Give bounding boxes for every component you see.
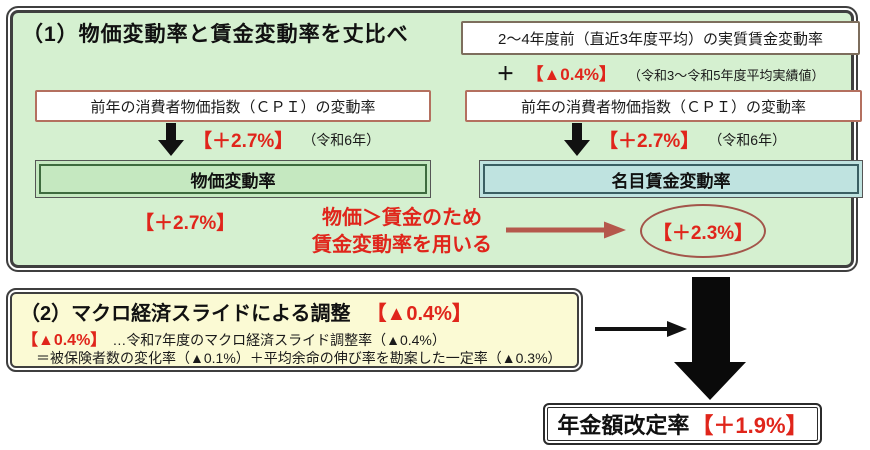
section2-line2: 【▲0.4%】 …令和7年度のマクロ経済スライド調整率（▲0.4%） — [22, 326, 446, 350]
real-wage-change-box: 2～4年度前（直近3年度平均）の実質賃金変動率 — [461, 21, 860, 55]
price-change-value: 【＋2.7%】 — [135, 213, 236, 234]
comparison-text: 物価＞賃金のため 賃金変動率を用いる — [282, 205, 522, 259]
left-arrow-row: 【＋2.7%】 （令和6年） — [158, 123, 380, 156]
right-arrow-dark-red-icon — [506, 220, 626, 240]
pension-revision-rate-box: 年金額改定率 【＋1.9%】 — [543, 403, 822, 445]
down-arrow-icon — [158, 123, 184, 156]
plus-sign: ＋ — [496, 64, 515, 84]
section2-panel: （2）マクロ経済スライドによる調整 【▲0.4%】 【▲0.4%】 …令和7年度… — [6, 288, 583, 372]
nominal-wage-rate-box: 名目賃金変動率 — [479, 160, 863, 198]
real-wage-plus-row: ＋ 【▲0.4%】 （令和3～令和5年度平均実績値） — [461, 60, 860, 86]
comparison-line2: 賃金変動率を用いる — [312, 234, 492, 256]
cpi-box-left: 前年の消費者物価指数（ＣＰＩ）の変動率 — [35, 90, 431, 122]
right-arrow-value: 【＋2.7%】 — [599, 131, 700, 152]
left-arrow-value: 【＋2.7%】 — [193, 131, 294, 152]
pension-revision-rate-value: 【＋1.9%】 — [691, 413, 808, 438]
real-wage-value: 【▲0.4%】 — [526, 65, 617, 84]
circled-result-value: 【＋2.3%】 — [652, 222, 754, 244]
cpi-box-left-label: 前年の消費者物価指数（ＣＰＩ）の変動率 — [90, 98, 376, 116]
real-wage-change-label: 2～4年度前（直近3年度平均）の実質賃金変動率 — [497, 30, 824, 48]
cpi-box-right-label: 前年の消費者物価指数（ＣＰＩ）の変動率 — [520, 98, 806, 116]
section2-line2-text: …令和7年度のマクロ経済スライド調整率（▲0.4%） — [112, 332, 446, 348]
down-arrow-icon — [564, 123, 590, 156]
section2-title-value: 【▲0.4%】 — [366, 303, 472, 325]
section2-title-row: （2）マクロ経済スライドによる調整 【▲0.4%】 — [20, 297, 472, 326]
section2-line3-text: ＝被保険者数の変化率（▲0.1%）＋平均余命の伸び率を勘案した一定率（▲0.3%… — [36, 350, 562, 366]
big-down-arrow-icon — [670, 277, 750, 402]
real-wage-note: （令和3～令和5年度平均実績値） — [628, 68, 825, 83]
price-change-rate-label: 物価変動率 — [190, 171, 276, 191]
left-arrow-note: （令和6年） — [302, 131, 381, 148]
cpi-box-right: 前年の消費者物価指数（ＣＰＩ）の変動率 — [465, 90, 862, 122]
pension-revision-rate-label: 年金額改定率 — [557, 413, 690, 438]
section2-line2-value: 【▲0.4%】 — [22, 332, 107, 349]
section1-panel: （1）物価変動率と賃金変動率を丈比べ 2～4年度前（直近3年度平均）の実質賃金変… — [6, 6, 863, 272]
right-arrow-black-icon — [595, 319, 687, 339]
section2-title: （2）マクロ経済スライドによる調整 — [20, 303, 351, 325]
nominal-wage-rate-label: 名目賃金変動率 — [611, 171, 731, 191]
section1-title: （1）物価変動率と賃金変動率を丈比べ — [22, 23, 409, 46]
price-change-rate-box: 物価変動率 — [35, 160, 431, 198]
comparison-line1: 物価＞賃金のため — [322, 207, 482, 229]
right-arrow-note: （令和6年） — [708, 131, 787, 148]
section2-line3: ＝被保険者数の変化率（▲0.1%）＋平均余命の伸び率を勘案した一定率（▲0.3%… — [36, 348, 562, 368]
right-arrow-row: 【＋2.7%】 （令和6年） — [564, 123, 786, 156]
circled-result: 【＋2.3%】 — [640, 204, 766, 258]
